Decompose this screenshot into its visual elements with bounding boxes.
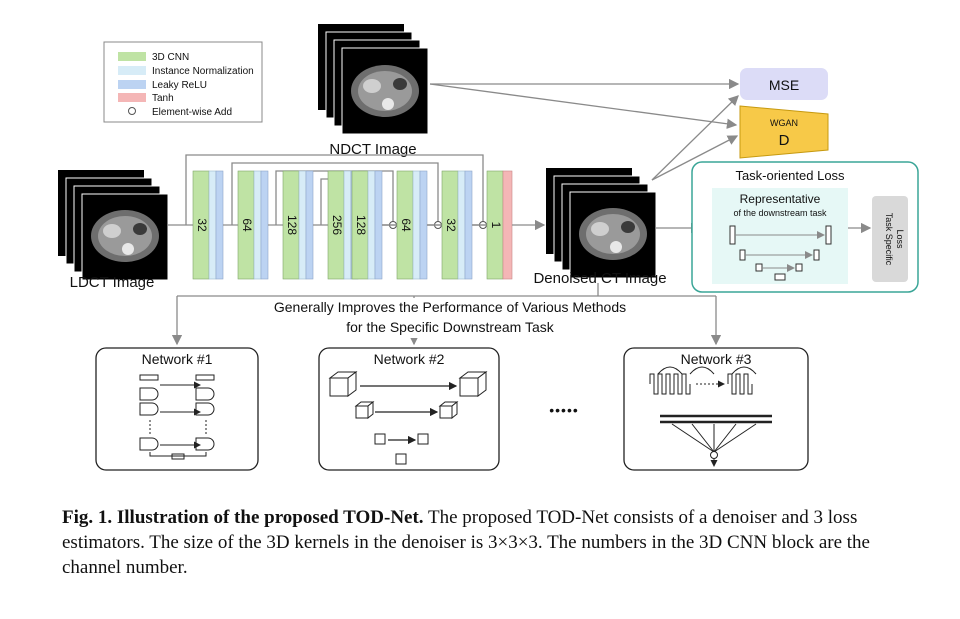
caption-bold: Fig. 1. Illustration of the proposed TOD…	[62, 507, 424, 528]
channel-count-label: 256	[330, 215, 344, 235]
legend-swatch-tanh	[118, 93, 146, 102]
legend-label: 3D CNN	[152, 52, 189, 63]
legend-swatch-leaky-relu	[118, 80, 146, 89]
norm-layer	[457, 170, 466, 280]
channel-count-label: 32	[195, 218, 209, 232]
mini-unet-icon	[729, 225, 832, 281]
figure-caption: Fig. 1. Illustration of the proposed TOD…	[62, 505, 922, 580]
representative-title: Representative	[740, 192, 821, 206]
norm-layer	[253, 170, 262, 280]
norm-layer	[343, 170, 352, 280]
channel-count-label: 1	[489, 222, 503, 229]
conv-block: 64	[396, 170, 428, 280]
denoiser-network: 32 64 128 256 128 64 32 1	[192, 170, 513, 280]
legend-add-icon	[128, 107, 136, 115]
legend-label: Instance Normalization	[152, 66, 254, 77]
mse-box	[740, 68, 828, 100]
conv-block: 32	[441, 170, 473, 280]
conv-block: 64	[237, 170, 269, 280]
channel-count-label: 64	[399, 218, 413, 232]
relu-layer	[260, 170, 269, 280]
wgan-discriminator	[739, 105, 829, 159]
ldct-label: LDCT Image	[70, 274, 155, 291]
network-3-title: Network #3	[681, 351, 752, 367]
ndct-label: NDCT Image	[329, 141, 416, 158]
network-2-title: Network #2	[374, 351, 445, 367]
improve-text-line2: for the Specific Downstream Task	[346, 319, 554, 335]
channel-count-label: 128	[285, 215, 299, 235]
legend-label: Element-wise Add	[152, 107, 232, 118]
relu-layer	[419, 170, 428, 280]
improve-text-line1: Generally Improves the Performance of Va…	[274, 299, 626, 315]
caption-text: The proposed TOD-Net consists of a denoi…	[62, 507, 870, 578]
relu-layer	[464, 170, 473, 280]
network-3-panel: Network #3	[623, 347, 809, 471]
channel-count-label: 32	[444, 218, 458, 232]
more-networks-ellipsis: •••••	[549, 402, 579, 418]
conv-block: 128	[351, 170, 383, 280]
relu-layer	[374, 170, 383, 280]
channel-count-label: 64	[240, 218, 254, 232]
norm-layer	[367, 170, 376, 280]
network-1-title: Network #1	[142, 351, 213, 367]
ldct-image-stack	[58, 170, 169, 281]
relu-layer	[305, 170, 314, 280]
mse-label: MSE	[769, 77, 799, 93]
task-specific-loss-box	[872, 196, 908, 282]
network-2-panel: Network #2	[318, 347, 500, 471]
network-1-panel: Network #1	[95, 347, 259, 471]
norm-layer	[298, 170, 307, 280]
task-loss-title: Task-oriented Loss	[735, 168, 845, 183]
conv-block: 32	[192, 170, 224, 280]
tanh-layer	[502, 170, 513, 280]
tod-net-figure: 3D CNN Instance Normalization Leaky ReLU…	[58, 24, 919, 471]
legend-swatch-3d-cnn	[118, 52, 146, 61]
legend: 3D CNN Instance Normalization Leaky ReLU…	[103, 41, 263, 123]
task-specific-line1: Task Specific	[884, 213, 894, 266]
wgan-d-label: D	[779, 132, 790, 149]
ndct-image-stack	[318, 24, 429, 135]
wgan-label: WGAN	[770, 118, 798, 128]
representative-subtitle: of the downstream task	[733, 208, 827, 218]
legend-swatch-instance-norm	[118, 66, 146, 75]
conv-block: 128	[282, 170, 314, 280]
relu-layer	[215, 170, 224, 280]
norm-layer	[412, 170, 421, 280]
denoised-label: Denoised CT Image	[533, 270, 666, 287]
denoised-image-stack	[546, 168, 657, 279]
legend-label: Leaky ReLU	[152, 80, 207, 91]
channel-count-label: 128	[354, 215, 368, 235]
conv-block: 1	[486, 170, 513, 280]
norm-layer	[208, 170, 217, 280]
task-specific-line2: Loss	[895, 229, 905, 249]
legend-label: Tanh	[152, 93, 174, 104]
